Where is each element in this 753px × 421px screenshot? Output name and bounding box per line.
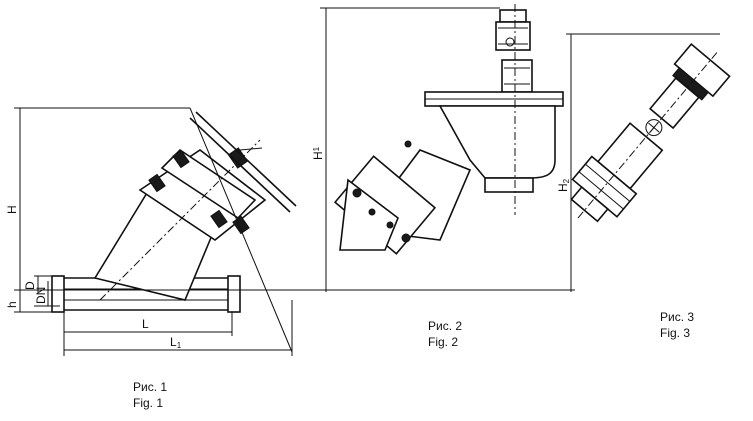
dim-DN-label: DN xyxy=(34,287,48,304)
figure-1-caption-ru: Рис. 1 xyxy=(133,380,168,394)
figure-2-caption-en: Fig. 2 xyxy=(428,335,459,349)
dim-h-label: h xyxy=(5,301,19,308)
figure-3-caption-ru: Рис. 3 xyxy=(660,310,695,324)
figure-1-dimensions: H h D DN L L1 xyxy=(5,107,575,356)
figure-3-caption-en: Fig. 3 xyxy=(660,326,691,340)
figure-2-caption-ru: Рис. 2 xyxy=(428,319,463,333)
figure-2-valve xyxy=(333,4,564,255)
dim-L-label: L xyxy=(142,317,149,331)
figure-1-valve xyxy=(51,111,297,313)
figure-1-caption-en: Fig. 1 xyxy=(133,396,164,410)
figure-3-valve xyxy=(570,42,731,223)
dim-H1-label: H1 xyxy=(311,146,325,160)
figure-1-caption: Рис. 1 Fig. 1 xyxy=(133,379,167,411)
figure-3-caption: Рис. 3 Fig. 3 xyxy=(660,309,694,341)
dim-L1-label: L1 xyxy=(170,335,182,350)
dim-H-label: H xyxy=(5,205,19,214)
figure-2-dimensions: H1 xyxy=(311,7,500,292)
figure-2-caption: Рис. 2 Fig. 2 xyxy=(428,318,462,350)
dim-D-label: D xyxy=(23,281,37,290)
figure-3-dimensions: H2 xyxy=(556,33,720,292)
dim-H2-label: H2 xyxy=(556,178,571,192)
